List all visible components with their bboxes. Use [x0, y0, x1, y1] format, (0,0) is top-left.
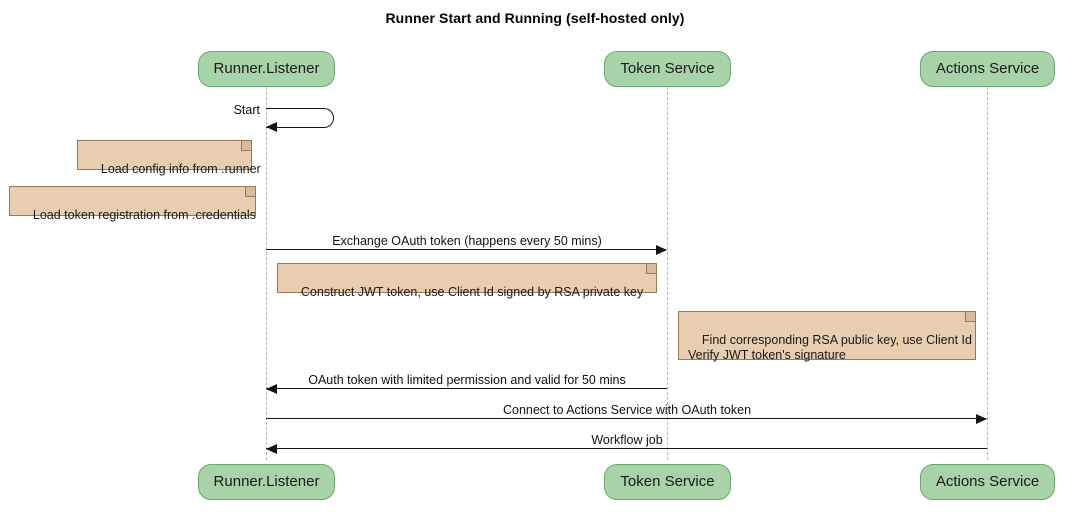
participant-token-bottom[interactable]: Token Service — [604, 464, 731, 500]
participant-runner-bottom[interactable]: Runner.Listener — [198, 464, 335, 500]
message-line-exchange-oauth-token — [266, 249, 666, 250]
page-title: Runner Start and Running (self-hosted on… — [385, 10, 685, 26]
message-label-workflow-job: Workflow job — [591, 433, 663, 447]
note-load-token-registration: Load token registration from .credential… — [9, 186, 256, 222]
arrowhead-workflow-job — [266, 444, 277, 454]
note-load-config-text: Load config info from .runner — [100, 161, 261, 176]
note-verify-jwt-text: Find corresponding RSA public key, use C… — [688, 332, 972, 363]
message-label-exchange-oauth-token: Exchange OAuth token (happens every 50 m… — [332, 234, 602, 248]
message-self-loop-start — [266, 108, 334, 128]
message-line-connect-actions-service — [266, 418, 986, 419]
note-verify-jwt: Find corresponding RSA public key, use C… — [678, 311, 976, 363]
note-dogear-icon — [965, 312, 975, 322]
participant-token-top[interactable]: Token Service — [604, 51, 731, 87]
participant-actions-bottom[interactable]: Actions Service — [920, 464, 1055, 500]
lifeline-actions — [987, 87, 988, 460]
lifeline-token — [667, 87, 668, 460]
message-label-connect-actions-service: Connect to Actions Service with OAuth to… — [502, 403, 752, 417]
lifeline-runner — [266, 87, 267, 460]
message-line-workflow-job — [266, 448, 987, 449]
participant-actions-top[interactable]: Actions Service — [920, 51, 1055, 87]
note-construct-jwt-text: Construct JWT token, use Client Id signe… — [300, 284, 644, 299]
note-dogear-icon — [241, 141, 251, 151]
note-load-token-registration-text: Load token registration from .credential… — [32, 207, 256, 222]
arrowhead-exchange-oauth-token — [656, 245, 667, 255]
message-line-oauth-token-return — [266, 388, 667, 389]
message-label-oauth-token-return: OAuth token with limited permission and … — [308, 373, 626, 387]
note-construct-jwt: Construct JWT token, use Client Id signe… — [277, 263, 657, 299]
note-dogear-icon — [245, 187, 255, 197]
arrowhead-connect-actions-service — [976, 414, 987, 424]
arrowhead-oauth-token-return — [266, 384, 277, 394]
note-load-config: Load config info from .runner — [77, 140, 261, 176]
participant-runner-top[interactable]: Runner.Listener — [198, 51, 335, 87]
arrowhead-start — [266, 122, 277, 132]
message-label-start: Start — [233, 103, 260, 117]
note-dogear-icon — [646, 264, 656, 274]
